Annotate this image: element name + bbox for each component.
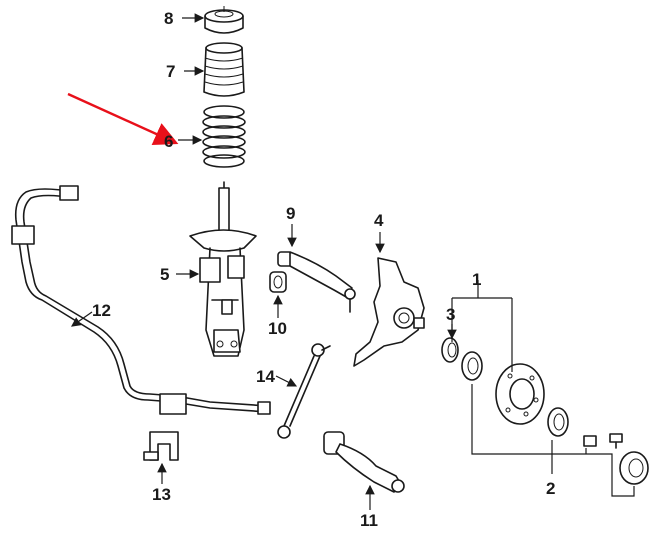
bump-stop-boot [203, 42, 245, 97]
callout-1: 1 [472, 270, 481, 289]
strut-assembly [189, 181, 257, 357]
stabilizer-link [277, 343, 331, 439]
wheel-seal [441, 337, 459, 363]
wheel-bearing-parts [547, 407, 649, 485]
strut-top-mount [204, 6, 244, 34]
stabilizer-bushing [143, 431, 179, 461]
steering-knuckle [353, 257, 425, 367]
wheel-hub-assembly [461, 351, 545, 425]
callout-7: 7 [166, 62, 175, 81]
callout-9: 9 [286, 204, 295, 223]
callout-4: 4 [374, 211, 384, 230]
callout-6: 6 [164, 132, 173, 151]
callout-5: 5 [160, 265, 169, 284]
lower-control-arm [323, 431, 405, 493]
callout-2: 2 [546, 479, 555, 498]
callout-10: 10 [268, 319, 287, 338]
callout-11: 11 [360, 511, 378, 530]
highlight-arrow [67, 92, 179, 146]
leader-lines [71, 13, 635, 510]
callout-8: 8 [164, 9, 173, 28]
stabilizer-bar [11, 185, 271, 415]
callout-12: 12 [92, 301, 111, 320]
callout-3: 3 [446, 305, 455, 324]
upper-control-arm [277, 251, 356, 313]
coil-spring [202, 105, 246, 168]
callout-14: 14 [256, 367, 275, 386]
callout-13: 13 [152, 485, 171, 504]
control-arm-bushing [269, 271, 287, 293]
